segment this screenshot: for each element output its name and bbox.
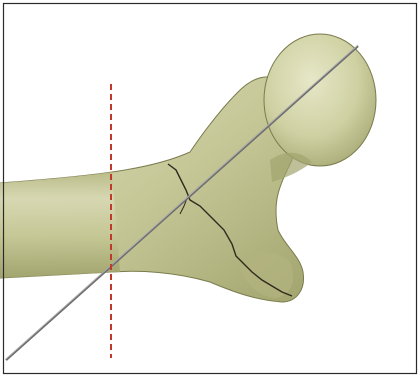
femoral-head	[264, 34, 376, 166]
femur-shaft	[0, 172, 120, 278]
